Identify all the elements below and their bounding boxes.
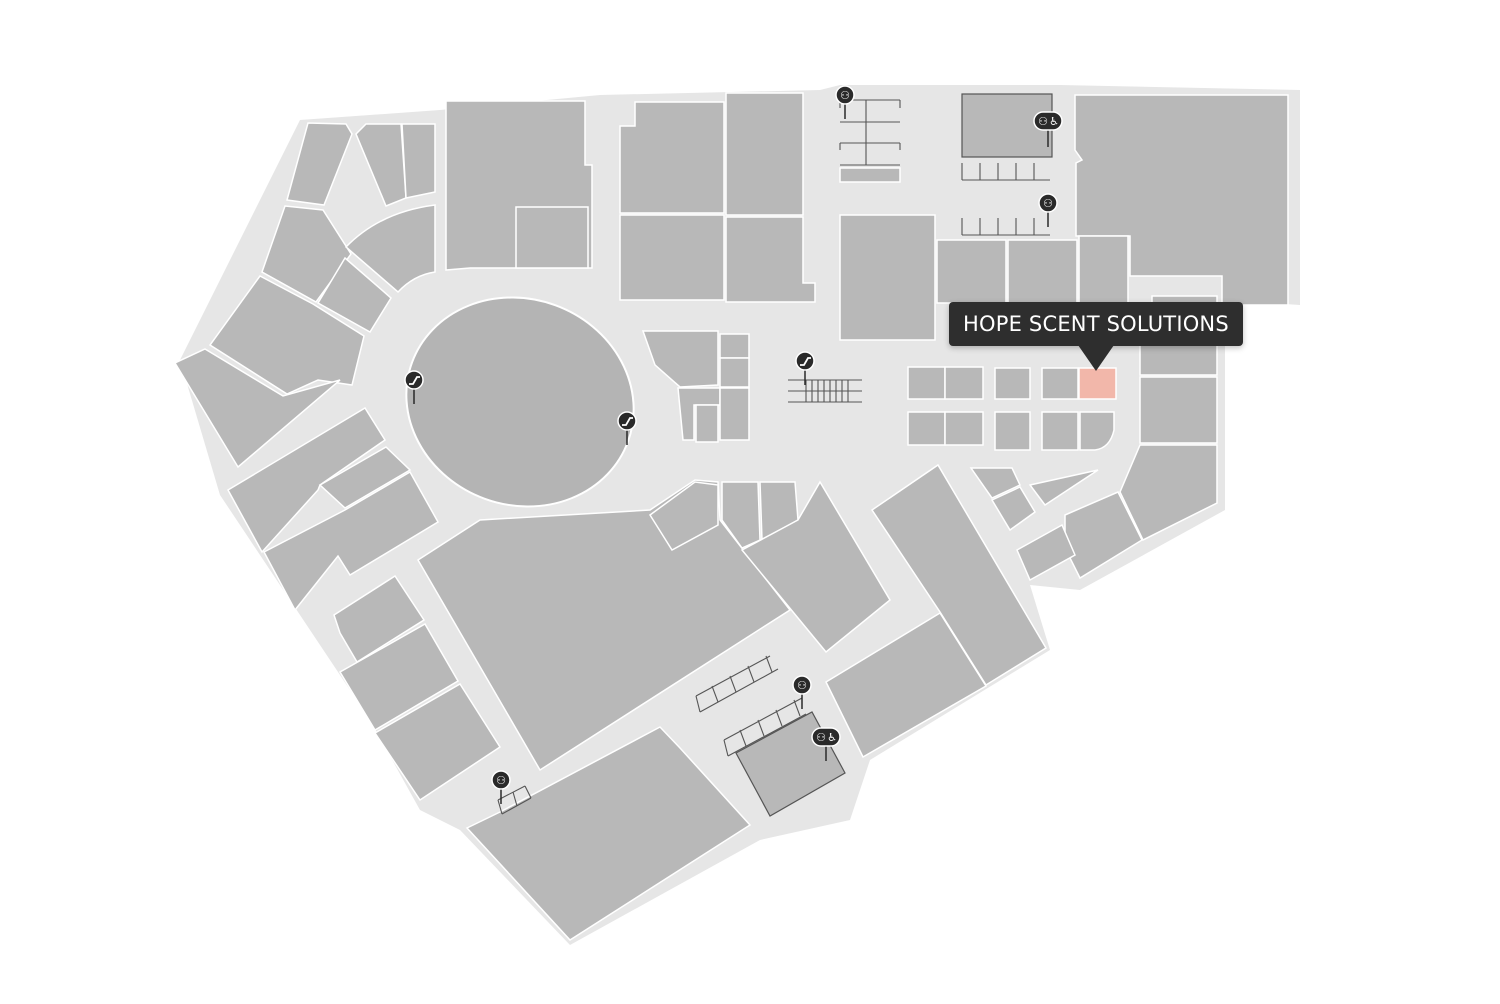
store-unit[interactable] <box>1078 235 1129 304</box>
store-unit[interactable] <box>641 330 719 388</box>
store-unit[interactable] <box>725 216 816 303</box>
store-unit[interactable] <box>936 239 1007 304</box>
svg-text:⚇: ⚇ <box>816 731 826 744</box>
escalator-stairs <box>788 379 862 403</box>
store-tooltip: HOPE SCENT SOLUTIONS <box>949 302 1243 346</box>
store-unit[interactable] <box>719 387 750 441</box>
svg-text:⚇: ⚇ <box>797 679 807 692</box>
store-unit[interactable] <box>725 92 804 216</box>
store-unit[interactable] <box>619 101 725 214</box>
store-unit[interactable] <box>870 463 1048 687</box>
store-unit[interactable] <box>944 411 984 446</box>
tooltip-pointer <box>1078 345 1114 371</box>
escalator-icon[interactable] <box>795 351 815 385</box>
store-unit[interactable] <box>994 411 1031 451</box>
store-unit[interactable] <box>719 333 750 359</box>
store-unit[interactable] <box>1016 523 1076 582</box>
central-atrium <box>405 296 635 508</box>
store-unit[interactable] <box>318 446 412 509</box>
store-unit[interactable] <box>839 167 901 183</box>
svg-text:⚇: ⚇ <box>840 89 850 102</box>
store-unit[interactable] <box>338 622 460 732</box>
store-unit[interactable] <box>619 214 725 301</box>
store-unit[interactable] <box>1079 411 1115 451</box>
svg-text:♿: ♿ <box>1049 115 1059 128</box>
store-unit[interactable] <box>355 123 407 207</box>
store-unit[interactable] <box>969 467 1021 499</box>
store-unit[interactable] <box>465 726 752 941</box>
restroom-icon[interactable]: ⚇ <box>835 85 855 119</box>
restroom-icon[interactable]: ⚇ <box>491 770 511 804</box>
store-unit[interactable] <box>721 481 761 549</box>
svg-text:⚇: ⚇ <box>1038 115 1048 128</box>
store-unit[interactable] <box>1041 411 1079 451</box>
restroom-icon[interactable]: ⚇ <box>1038 193 1058 227</box>
svg-text:⚇: ⚇ <box>1043 197 1053 210</box>
store-unit[interactable] <box>333 574 426 664</box>
store-unit[interactable] <box>825 611 988 759</box>
store-unit[interactable] <box>416 479 792 772</box>
escalator-icon[interactable] <box>617 411 637 445</box>
store-unit[interactable] <box>262 470 440 612</box>
store-unit[interactable] <box>515 206 589 269</box>
store-unit[interactable] <box>740 480 891 654</box>
restroom-accessible-icon[interactable]: ⚇ ♿ <box>1033 111 1063 147</box>
store-unit[interactable] <box>1139 376 1218 444</box>
store-unit[interactable] <box>173 348 341 469</box>
escalator-icon[interactable] <box>404 370 424 404</box>
store-unit[interactable] <box>839 214 936 341</box>
store-unit[interactable] <box>316 256 392 334</box>
store-unit[interactable] <box>286 122 353 206</box>
store-unit[interactable] <box>648 481 719 551</box>
tooltip-label: HOPE SCENT SOLUTIONS <box>963 312 1229 336</box>
store-unit[interactable] <box>907 411 946 446</box>
svg-text:♿: ♿ <box>827 731 837 744</box>
store-unit[interactable] <box>1074 94 1289 306</box>
restroom-accessible-icon[interactable]: ⚇ ♿ <box>811 727 841 761</box>
store-unit[interactable] <box>990 486 1036 532</box>
svg-text:⚇: ⚇ <box>496 774 506 787</box>
store-unit[interactable] <box>994 367 1031 400</box>
store-unit[interactable] <box>373 682 502 802</box>
store-unit[interactable] <box>944 366 984 400</box>
store-unit[interactable] <box>401 123 436 199</box>
store-unit[interactable] <box>344 204 436 294</box>
store-unit[interactable] <box>1119 444 1218 542</box>
store-unit[interactable] <box>695 404 719 443</box>
store-unit[interactable] <box>1007 239 1078 304</box>
parking-stalls-ne <box>961 163 1050 236</box>
parking-stalls-south <box>497 655 807 815</box>
restroom-icon[interactable]: ⚇ <box>792 675 812 709</box>
store-unit[interactable] <box>907 366 946 400</box>
store-unit[interactable] <box>1041 367 1079 400</box>
store-unit[interactable] <box>719 357 750 388</box>
highlighted-store-hope-scent-solutions[interactable] <box>1078 367 1117 400</box>
store-unit[interactable] <box>1028 469 1099 507</box>
